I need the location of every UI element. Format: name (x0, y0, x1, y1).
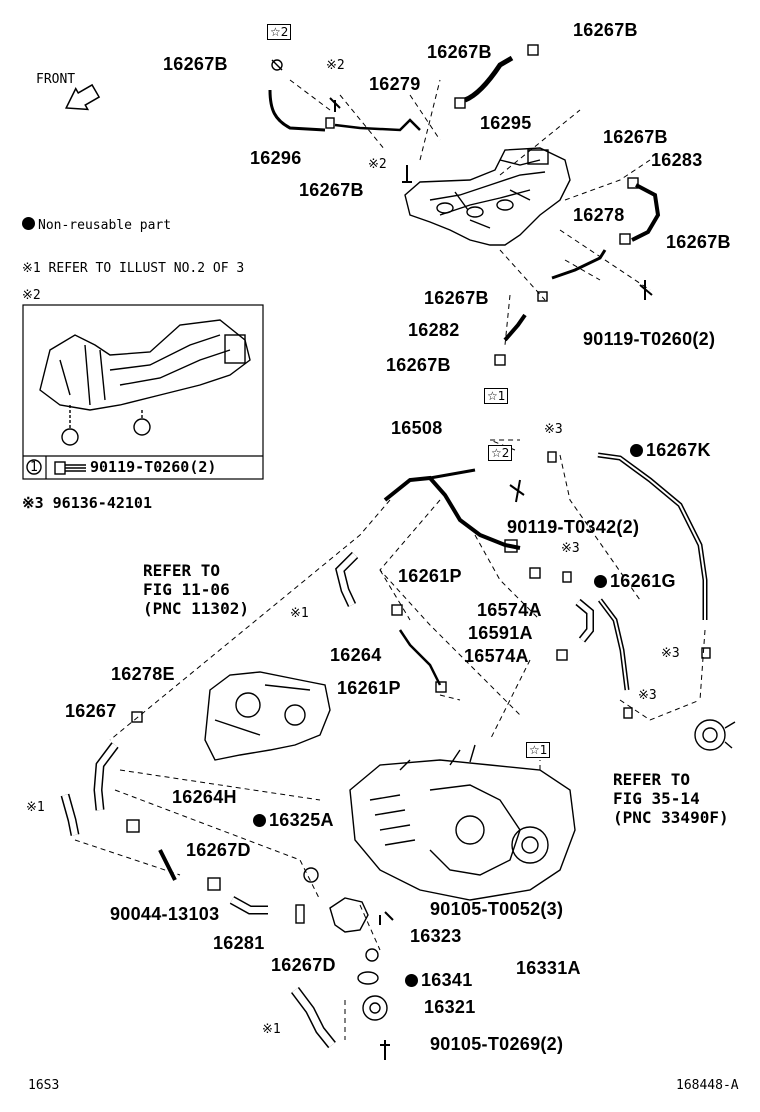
x1-mark-c: ※1 (262, 1022, 281, 1037)
inset-manifold-drawing (39, 319, 251, 446)
label-16296[interactable]: 16296 (250, 148, 302, 168)
water-outlet-drawing (204, 671, 331, 761)
x1-mark-a: ※1 (290, 606, 309, 621)
hose-16296-drawing (268, 59, 326, 132)
leader-lines-bottom (74, 439, 706, 1040)
label-16267D-a[interactable]: 16267D (186, 840, 251, 860)
label-16282[interactable]: 16282 (408, 320, 460, 340)
label-16574A-a[interactable]: 16574A (477, 600, 542, 620)
star1-mark: ☆1 (484, 388, 509, 404)
label-90119-T0260[interactable]: 90119-T0260(2) (583, 329, 716, 349)
label-16261P-a[interactable]: 16261P (398, 566, 462, 586)
note3-legend: ※3 96136-42101 (22, 494, 152, 512)
note2-mark: ※2 (22, 288, 41, 303)
label-16283[interactable]: 16283 (651, 150, 703, 170)
label-16325A[interactable]: 16325A (253, 810, 334, 830)
x3-mark-b: ※3 (561, 541, 580, 556)
inset-bolt-icon (54, 461, 86, 475)
hose-x1-drawing (335, 551, 359, 607)
label-16278[interactable]: 16278 (573, 205, 625, 225)
hose-16591A-drawing (575, 598, 594, 643)
pump-drawing (694, 719, 736, 751)
label-16281[interactable]: 16281 (213, 933, 265, 953)
x3-mark-c: ※3 (661, 646, 680, 661)
label-16591A[interactable]: 16591A (468, 623, 533, 643)
label-90105-T0269[interactable]: 90105-T0269(2) (430, 1034, 564, 1054)
label-16331A[interactable]: 16331A (516, 958, 581, 978)
label-16267K[interactable]: 16267K (630, 440, 711, 460)
label-16261G[interactable]: 16261G (594, 571, 676, 591)
hose-16264-drawing (398, 629, 442, 686)
label-16278E[interactable]: 16278E (111, 664, 175, 684)
hose-16267K-drawing (597, 452, 708, 620)
label-16321[interactable]: 16321 (424, 997, 476, 1017)
hose-16278-drawing (537, 249, 607, 302)
x2-mark-b: ※2 (368, 157, 387, 172)
inset-circle-icon (26, 459, 42, 475)
label-16341[interactable]: 16341 (405, 970, 473, 990)
inset-circle-label: 1 (30, 460, 38, 475)
hose-16295-drawing (454, 44, 539, 109)
label-16267B-g[interactable]: 16267B (424, 288, 489, 308)
label-16267B-d[interactable]: 16267B (299, 180, 364, 200)
footer-code-right: 168448-A (676, 1078, 739, 1093)
label-16261P-b[interactable]: 16261P (337, 678, 401, 698)
label-16323[interactable]: 16323 (410, 926, 462, 946)
hose-16281-drawing (229, 896, 268, 915)
label-16267B-c[interactable]: 16267B (573, 20, 638, 40)
label-90119-T0342[interactable]: 90119-T0342(2) (507, 517, 640, 537)
label-16267B-f[interactable]: 16267B (666, 232, 731, 252)
front-arrow-icon (64, 83, 101, 111)
label-16267B-b[interactable]: 16267B (427, 42, 492, 62)
intake-manifold-drawing (404, 147, 571, 246)
star2-mark: ☆2 (267, 24, 292, 40)
hose-16508-drawing (383, 468, 521, 550)
label-16508[interactable]: 16508 (391, 418, 443, 438)
note1-legend: ※1 REFER TO ILLUST NO.2 OF 3 (22, 261, 245, 276)
inset-frame (22, 304, 264, 480)
ref-right: REFER TO FIG 35-14 (PNC 33490F) (613, 770, 729, 827)
label-16264H[interactable]: 16264H (172, 787, 237, 807)
star1-mark-b: ☆1 (526, 742, 551, 758)
bolt-drawing (402, 165, 653, 300)
label-90105-T0052[interactable]: 90105-T0052(3) (430, 899, 564, 919)
hose-16261G-drawing (598, 598, 630, 691)
label-16574A-b[interactable]: 16574A (464, 646, 529, 666)
engine-block-drawing (349, 744, 576, 901)
label-16295[interactable]: 16295 (480, 113, 532, 133)
label-16267B-h[interactable]: 16267B (386, 355, 451, 375)
x3-mark-a: ※3 (544, 422, 563, 437)
label-16267D-b[interactable]: 16267D (271, 955, 336, 975)
label-16267B-e[interactable]: 16267B (603, 127, 668, 147)
hose-x1b-drawing (60, 793, 80, 836)
label-16279[interactable]: 16279 (369, 74, 421, 94)
label-16264[interactable]: 16264 (330, 645, 382, 665)
label-16267[interactable]: 16267 (65, 701, 117, 721)
front-label: FRONT (36, 72, 76, 87)
hose-16283-drawing (619, 177, 661, 245)
non-reusable-legend: Non-reusable part (22, 217, 171, 234)
footer-code-left: 16S3 (28, 1078, 60, 1093)
inset-part-label: 90119-T0260(2) (90, 458, 217, 476)
hose-x1c-drawing (291, 987, 336, 1049)
thermostat-housing-drawing (329, 897, 394, 1060)
leader-lines-top (289, 79, 651, 346)
label-16267B-a[interactable]: 16267B (163, 54, 228, 74)
hose-16267-drawing (93, 742, 119, 811)
x3-mark-d: ※3 (638, 688, 657, 703)
ref-left: REFER TO FIG 11-06 (PNC 11302) (143, 561, 249, 618)
x1-mark-b: ※1 (26, 800, 45, 815)
label-90044-13103[interactable]: 90044-13103 (110, 904, 220, 924)
clamp-icons (126, 451, 711, 924)
x2-mark-a: ※2 (326, 58, 345, 73)
star2-mark-b: ☆2 (488, 445, 513, 461)
hose-16282-drawing (494, 313, 527, 366)
hose-16279-drawing (325, 97, 421, 132)
